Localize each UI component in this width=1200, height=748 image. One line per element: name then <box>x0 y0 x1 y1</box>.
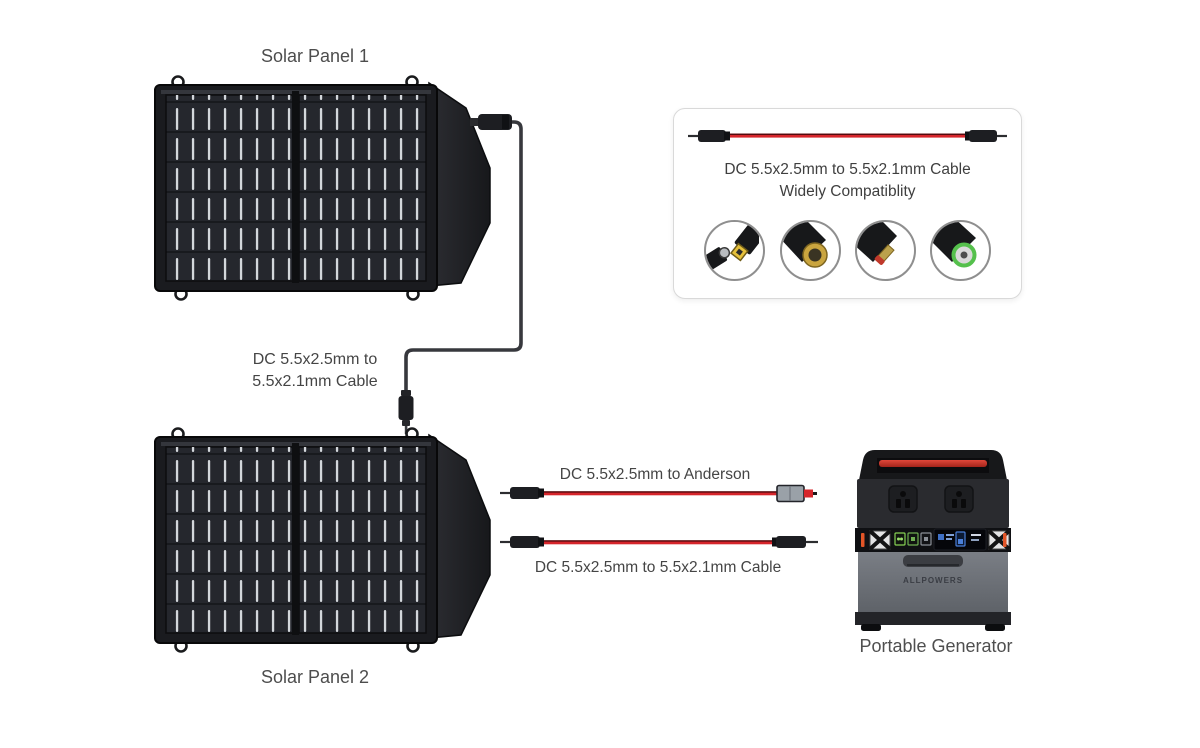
anderson-cable-icon <box>500 484 817 503</box>
display-screen <box>933 528 987 551</box>
dc-dc-cable-label: DC 5.5x2.5mm to 5.5x2.1mm Cable <box>534 559 782 576</box>
vent-icon <box>868 529 892 551</box>
link-cable-label: DC 5.5x2.5mm to 5.5x2.1mm Cable <box>215 349 415 393</box>
panel-link-cable <box>398 114 523 434</box>
solar-panel-2-illustration <box>153 427 492 653</box>
dc-port-icons <box>894 532 932 546</box>
compatibility-box: DC 5.5x2.5mm to 5.5x2.1mm Cable Widely C… <box>673 108 1022 299</box>
anderson-cable-label: DC 5.5x2.5mm to Anderson <box>559 466 751 483</box>
compat-box-title: DC 5.5x2.5mm to 5.5x2.1mm Cable <box>724 161 971 178</box>
solar-panel-2-label: Solar Panel 2 <box>260 667 370 687</box>
gold-barrel-tip-connector-icon <box>780 220 841 281</box>
dc-to-dc-red-cable-icon <box>688 130 1007 142</box>
solar-panel-1-label: Solar Panel 1 <box>260 46 370 66</box>
portable-generator-illustration: ALLPOWERS <box>855 450 1011 631</box>
ac-outlet-icon <box>944 485 974 513</box>
link-cable-label-line2: 5.5x2.1mm Cable <box>252 373 378 390</box>
generator-brand-logo: ALLPOWERS <box>903 576 963 585</box>
ac-outlet-icon <box>888 485 918 513</box>
thin-red-tip-connector-icon <box>855 220 916 281</box>
compat-box-subtitle: Widely Compatiblity <box>779 183 916 200</box>
link-cable-label-line1: DC 5.5x2.5mm to <box>252 351 378 368</box>
portable-generator-label: Portable Generator <box>859 636 1013 656</box>
square-tip-connector-icon <box>704 220 765 281</box>
green-ring-tip-connector-icon <box>930 220 991 281</box>
dc-dc-cable-icon <box>500 536 818 548</box>
